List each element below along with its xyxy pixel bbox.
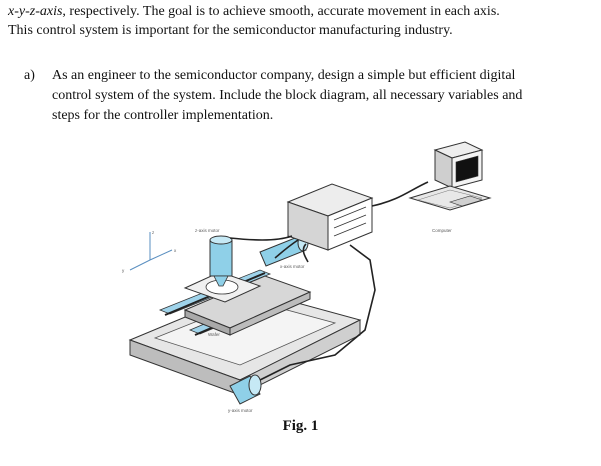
figure-xyz-stage: z x y xyxy=(122,141,492,413)
y-axis-motor-graphic xyxy=(229,374,262,405)
label-computer: Computer xyxy=(432,228,452,233)
intro-line-1-text: , respectively. The goal is to achieve s… xyxy=(62,4,500,19)
label-y-axis-motor: y-axis motor xyxy=(228,408,253,413)
label-wafer: Wafer xyxy=(208,332,220,337)
question-line-1: As an engineer to the semiconductor comp… xyxy=(52,68,516,83)
cables xyxy=(229,181,429,381)
question-line-3: steps for the controller implementation. xyxy=(52,108,274,123)
wafer-plate xyxy=(183,271,262,303)
question-label: a) xyxy=(24,68,35,83)
axis-x-label: x xyxy=(174,248,177,253)
axis-y-label: y xyxy=(122,268,125,273)
question-line-2: control system of the system. Include th… xyxy=(52,88,523,103)
axis-notation: x-y-z-axis xyxy=(8,4,63,19)
z-axis-motor-graphic xyxy=(209,235,233,287)
label-x-axis-motor: x-axis motor xyxy=(280,264,305,269)
stage-base xyxy=(128,289,362,396)
controller-box xyxy=(286,183,374,251)
computer-graphic xyxy=(408,141,492,211)
figure-caption: Fig. 1 xyxy=(282,418,319,434)
intro-line-1: x-y-z-axis, respectively. The goal is to… xyxy=(8,3,500,21)
label-z-axis-motor: z-axis motor xyxy=(195,228,220,233)
axis-z-label: z xyxy=(152,230,155,235)
x-carriage xyxy=(183,275,312,336)
intro-line-2: This control system is important for the… xyxy=(8,23,453,38)
axis-triad xyxy=(129,232,173,271)
